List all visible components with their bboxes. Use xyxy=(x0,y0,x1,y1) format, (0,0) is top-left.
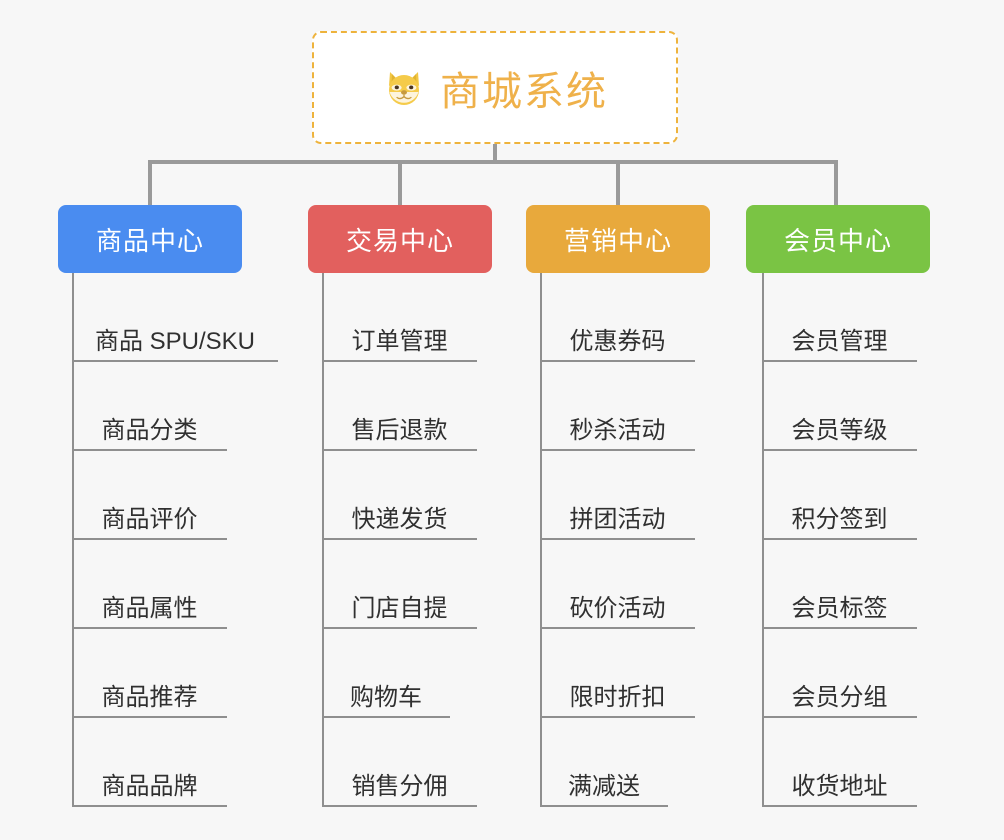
leaf-item[interactable]: 会员管理 xyxy=(762,273,917,362)
connector-drop-3 xyxy=(616,160,620,206)
leaf-label: 秒杀活动 xyxy=(569,417,666,445)
leaf-label: 拼团活动 xyxy=(569,506,666,534)
leaf-label: 商品 SPU/SKU xyxy=(94,328,256,356)
leaf-label: 会员管理 xyxy=(791,328,888,356)
leaf-item[interactable]: 满减送 xyxy=(540,718,668,807)
root-title: 商城系统 xyxy=(440,69,608,114)
category-trade-center[interactable]: 交易中心 xyxy=(308,205,492,273)
leaf-label: 商品分类 xyxy=(101,417,198,445)
leaf-item[interactable]: 销售分佣 xyxy=(322,718,477,807)
leaf-item[interactable]: 商品分类 xyxy=(72,362,227,451)
branch-trunk-member-center xyxy=(762,273,764,807)
branch-trunk-trade-center xyxy=(322,273,324,807)
leaf-label: 砍价活动 xyxy=(569,595,666,623)
leaf-item[interactable]: 商品 SPU/SKU xyxy=(72,273,278,362)
leaf-item[interactable]: 会员标签 xyxy=(762,540,917,629)
leaf-item[interactable]: 购物车 xyxy=(322,629,450,718)
leaf-label: 会员标签 xyxy=(791,595,888,623)
leaf-item[interactable]: 限时折扣 xyxy=(540,629,695,718)
leaf-label: 商品评价 xyxy=(101,506,198,534)
leaf-label: 会员等级 xyxy=(791,417,888,445)
leaf-label: 积分签到 xyxy=(791,506,888,534)
leaf-item[interactable]: 秒杀活动 xyxy=(540,362,695,451)
category-label: 交易中心 xyxy=(345,225,454,256)
leaf-item[interactable]: 砍价活动 xyxy=(540,540,695,629)
leaf-item[interactable]: 积分签到 xyxy=(762,451,917,540)
connector-drop-1 xyxy=(148,160,152,206)
leaf-item[interactable]: 优惠券码 xyxy=(540,273,695,362)
connector-drop-2 xyxy=(398,160,402,206)
leaf-label: 优惠券码 xyxy=(569,328,666,356)
leaf-label: 收货地址 xyxy=(791,773,888,801)
category-member-center[interactable]: 会员中心 xyxy=(746,205,930,273)
leaf-label: 商品推荐 xyxy=(101,684,198,712)
connector-root-stem xyxy=(493,144,497,162)
category-label: 会员中心 xyxy=(783,225,892,256)
leaf-item[interactable]: 售后退款 xyxy=(322,362,477,451)
category-label: 营销中心 xyxy=(563,225,672,256)
leaf-label: 订单管理 xyxy=(351,328,448,356)
leaf-item[interactable]: 会员分组 xyxy=(762,629,917,718)
leaf-item[interactable]: 商品推荐 xyxy=(72,629,227,718)
leaf-label: 商品品牌 xyxy=(101,773,198,801)
category-marketing-center[interactable]: 营销中心 xyxy=(526,205,710,273)
leaf-label: 商品属性 xyxy=(101,595,198,623)
leaf-label: 满减送 xyxy=(568,773,640,801)
leaf-item[interactable]: 会员等级 xyxy=(762,362,917,451)
leaf-item[interactable]: 快递发货 xyxy=(322,451,477,540)
leaf-item[interactable]: 订单管理 xyxy=(322,273,477,362)
leaf-item[interactable]: 商品评价 xyxy=(72,451,227,540)
leaf-label: 限时折扣 xyxy=(569,684,666,712)
leaf-label: 售后退款 xyxy=(351,417,448,445)
leaf-item[interactable]: 收货地址 xyxy=(762,718,917,807)
leaf-item[interactable]: 商品品牌 xyxy=(72,718,227,807)
leaf-item[interactable]: 商品属性 xyxy=(72,540,227,629)
leaf-label: 购物车 xyxy=(350,684,422,712)
connector-drop-4 xyxy=(834,160,838,206)
root-node[interactable]: 商城系统 xyxy=(312,31,678,144)
leaf-label: 销售分佣 xyxy=(351,773,448,801)
category-product-center[interactable]: 商品中心 xyxy=(58,205,242,273)
leaf-item[interactable]: 门店自提 xyxy=(322,540,477,629)
branch-trunk-product-center xyxy=(72,273,74,807)
shiba-dog-face-icon xyxy=(382,66,426,110)
leaf-label: 会员分组 xyxy=(791,684,888,712)
leaf-label: 门店自提 xyxy=(351,595,448,623)
connector-horizontal-bus xyxy=(148,160,838,164)
category-label: 商品中心 xyxy=(95,225,204,256)
branch-trunk-marketing-center xyxy=(540,273,542,807)
leaf-item[interactable]: 拼团活动 xyxy=(540,451,695,540)
leaf-label: 快递发货 xyxy=(351,506,448,534)
